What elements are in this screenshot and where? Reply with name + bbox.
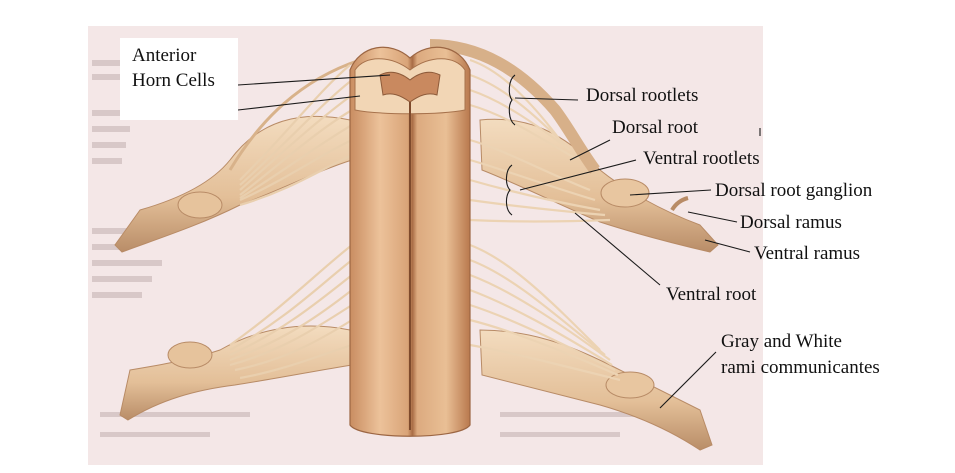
- upper-left-rootlets: [239, 64, 353, 207]
- label-ventral-rootlets: Ventral rootlets: [643, 148, 760, 169]
- dorsal-root-leader: [569, 139, 611, 161]
- anterior-horn-leader: [237, 74, 391, 86]
- spinal-cord: [349, 46, 471, 437]
- label-dorsal-ramus: Dorsal ramus: [740, 212, 842, 233]
- upper-left-spinal-nerve: [114, 58, 361, 253]
- dorsal-ramus-leader: [687, 211, 738, 223]
- dorsal-rootlets-leader: [514, 97, 579, 101]
- label-ventral-ramus: Ventral ramus: [754, 243, 861, 264]
- dorsal-rootlets-bracket: [508, 74, 516, 126]
- label-dorsal-rootlets: Dorsal rootlets: [586, 85, 699, 106]
- lower-right-rootlets: [469, 243, 621, 382]
- label-dorsal-root-ganglion: Dorsal root ganglion: [715, 180, 873, 201]
- upper-right-rootlets: [469, 58, 611, 223]
- label-gray-white-line2: rami communicantes: [721, 357, 880, 378]
- label-ventral-root: Ventral root: [666, 284, 757, 305]
- lower-left-spinal-nerve: [119, 325, 353, 421]
- ventral-rootlets-bracket: [505, 164, 513, 216]
- anterior-horn-leader-2: [237, 95, 361, 111]
- label-dorsal-root: Dorsal root: [612, 117, 699, 138]
- label-anterior-horn-line2: Horn Cells: [132, 70, 215, 91]
- label-anterior-horn-line1: Anterior: [132, 45, 197, 66]
- ventral-rootlets-leader: [519, 159, 637, 191]
- gray-white-leader: [659, 351, 717, 409]
- faded-background-text: [92, 60, 640, 437]
- lower-left-rootlets: [229, 244, 353, 380]
- anterior-horn-label-bg: [120, 38, 238, 120]
- label-gray-white-line1: Gray and White: [721, 331, 842, 352]
- dorsal-root-ganglion-leader: [629, 189, 712, 196]
- leader-lines: [237, 74, 761, 409]
- ventral-root-leader: [574, 212, 661, 286]
- ventral-ramus-leader: [704, 239, 751, 253]
